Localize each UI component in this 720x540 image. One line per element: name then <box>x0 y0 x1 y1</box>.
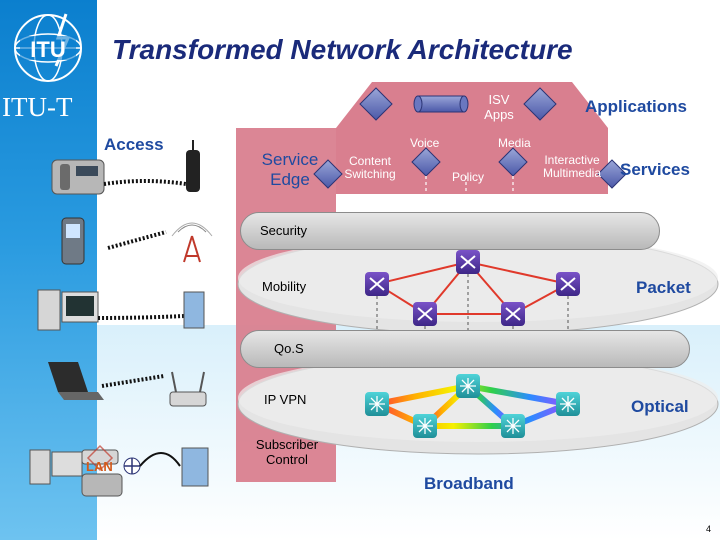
access-cable <box>103 179 187 186</box>
packet-layer-ellipse <box>237 233 719 335</box>
logo-text: ITU <box>30 37 65 62</box>
isv-label-line2: Apps <box>484 107 514 122</box>
wireless-tower-icon <box>171 222 213 263</box>
voice-node <box>411 147 441 177</box>
qos-label: Qo.S <box>274 341 304 356</box>
lan-plus-icon <box>123 457 141 475</box>
subscriber-label-line1: Subscriber <box>255 437 319 452</box>
wireless-router-icon <box>169 371 207 407</box>
media-node <box>498 147 528 177</box>
qos-bar <box>240 330 690 368</box>
optical-switch <box>456 374 480 398</box>
security-bar <box>240 212 660 250</box>
service-edge-label-line1: Service <box>261 150 319 169</box>
media-label: Media <box>498 136 531 150</box>
isv-app-diamond-left <box>359 87 393 121</box>
ip-vpn-label: IP VPN <box>264 392 307 407</box>
security-label: Security <box>260 223 307 238</box>
desk-phone-icon <box>51 159 105 195</box>
services-label: Services <box>620 160 690 179</box>
org-label: ITU-T <box>2 92 73 122</box>
optical-switch <box>501 414 525 438</box>
optical-switch <box>365 392 389 416</box>
applications-label: Applications <box>585 97 688 116</box>
itu-logo: ITU <box>8 8 88 88</box>
content-label-line2: Switching <box>344 167 396 181</box>
broadband-modem-icon <box>181 447 209 487</box>
service-diamond-right <box>597 159 627 189</box>
isv-app-cylinder <box>413 95 469 113</box>
lan-label: LAN <box>86 459 113 474</box>
subscriber-label-line2: Control <box>266 452 308 467</box>
optical-switch <box>413 414 437 438</box>
access-label: Access <box>104 135 164 154</box>
interactive-multimedia-label: Interactive Multimedia <box>538 154 606 180</box>
lan-cable <box>139 452 181 467</box>
policy-label: Policy <box>452 170 485 184</box>
services-band <box>336 128 608 194</box>
subscriber-control-label: Subscriber Control <box>248 437 326 467</box>
content-switching-label: Content Switching <box>340 155 400 181</box>
interactive-label-line2: Multimedia <box>542 166 602 180</box>
home-network-icon <box>29 444 123 497</box>
service-edge-label-line2: Edge <box>270 170 310 189</box>
optical-label: Optical <box>631 397 689 416</box>
optical-switch <box>556 392 580 416</box>
packet-switch <box>556 272 580 296</box>
pc-cable <box>97 314 185 320</box>
access-server-icon <box>183 291 205 329</box>
cordless-phone-icon <box>186 140 200 192</box>
isv-apps-label: ISV Apps <box>484 92 514 122</box>
service-diamond-left <box>313 159 343 189</box>
service-edge-label: Service Edge <box>256 150 324 190</box>
packet-switch <box>501 302 525 326</box>
packet-switch <box>456 250 480 274</box>
laptop-icon <box>48 362 104 400</box>
content-label-line1: Content <box>348 154 392 168</box>
isv-app-diamond-right <box>523 87 557 121</box>
laptop-wireless-link <box>101 374 165 388</box>
desktop-pc-icon <box>37 289 99 331</box>
voice-label: Voice <box>410 136 440 150</box>
packet-switch <box>413 302 437 326</box>
slide-title: Transformed Network Architecture <box>112 34 573 65</box>
isv-label-line1: ISV <box>488 92 510 107</box>
mobility-label: Mobility <box>262 279 307 294</box>
page-number: 4 <box>706 524 712 534</box>
packet-label: Packet <box>636 278 691 297</box>
broadband-label: Broadband <box>424 474 514 493</box>
interactive-label-line1: Interactive <box>544 153 600 167</box>
wireless-link-icon <box>107 230 167 250</box>
handheld-device-icon <box>61 217 85 265</box>
packet-switch <box>365 272 389 296</box>
